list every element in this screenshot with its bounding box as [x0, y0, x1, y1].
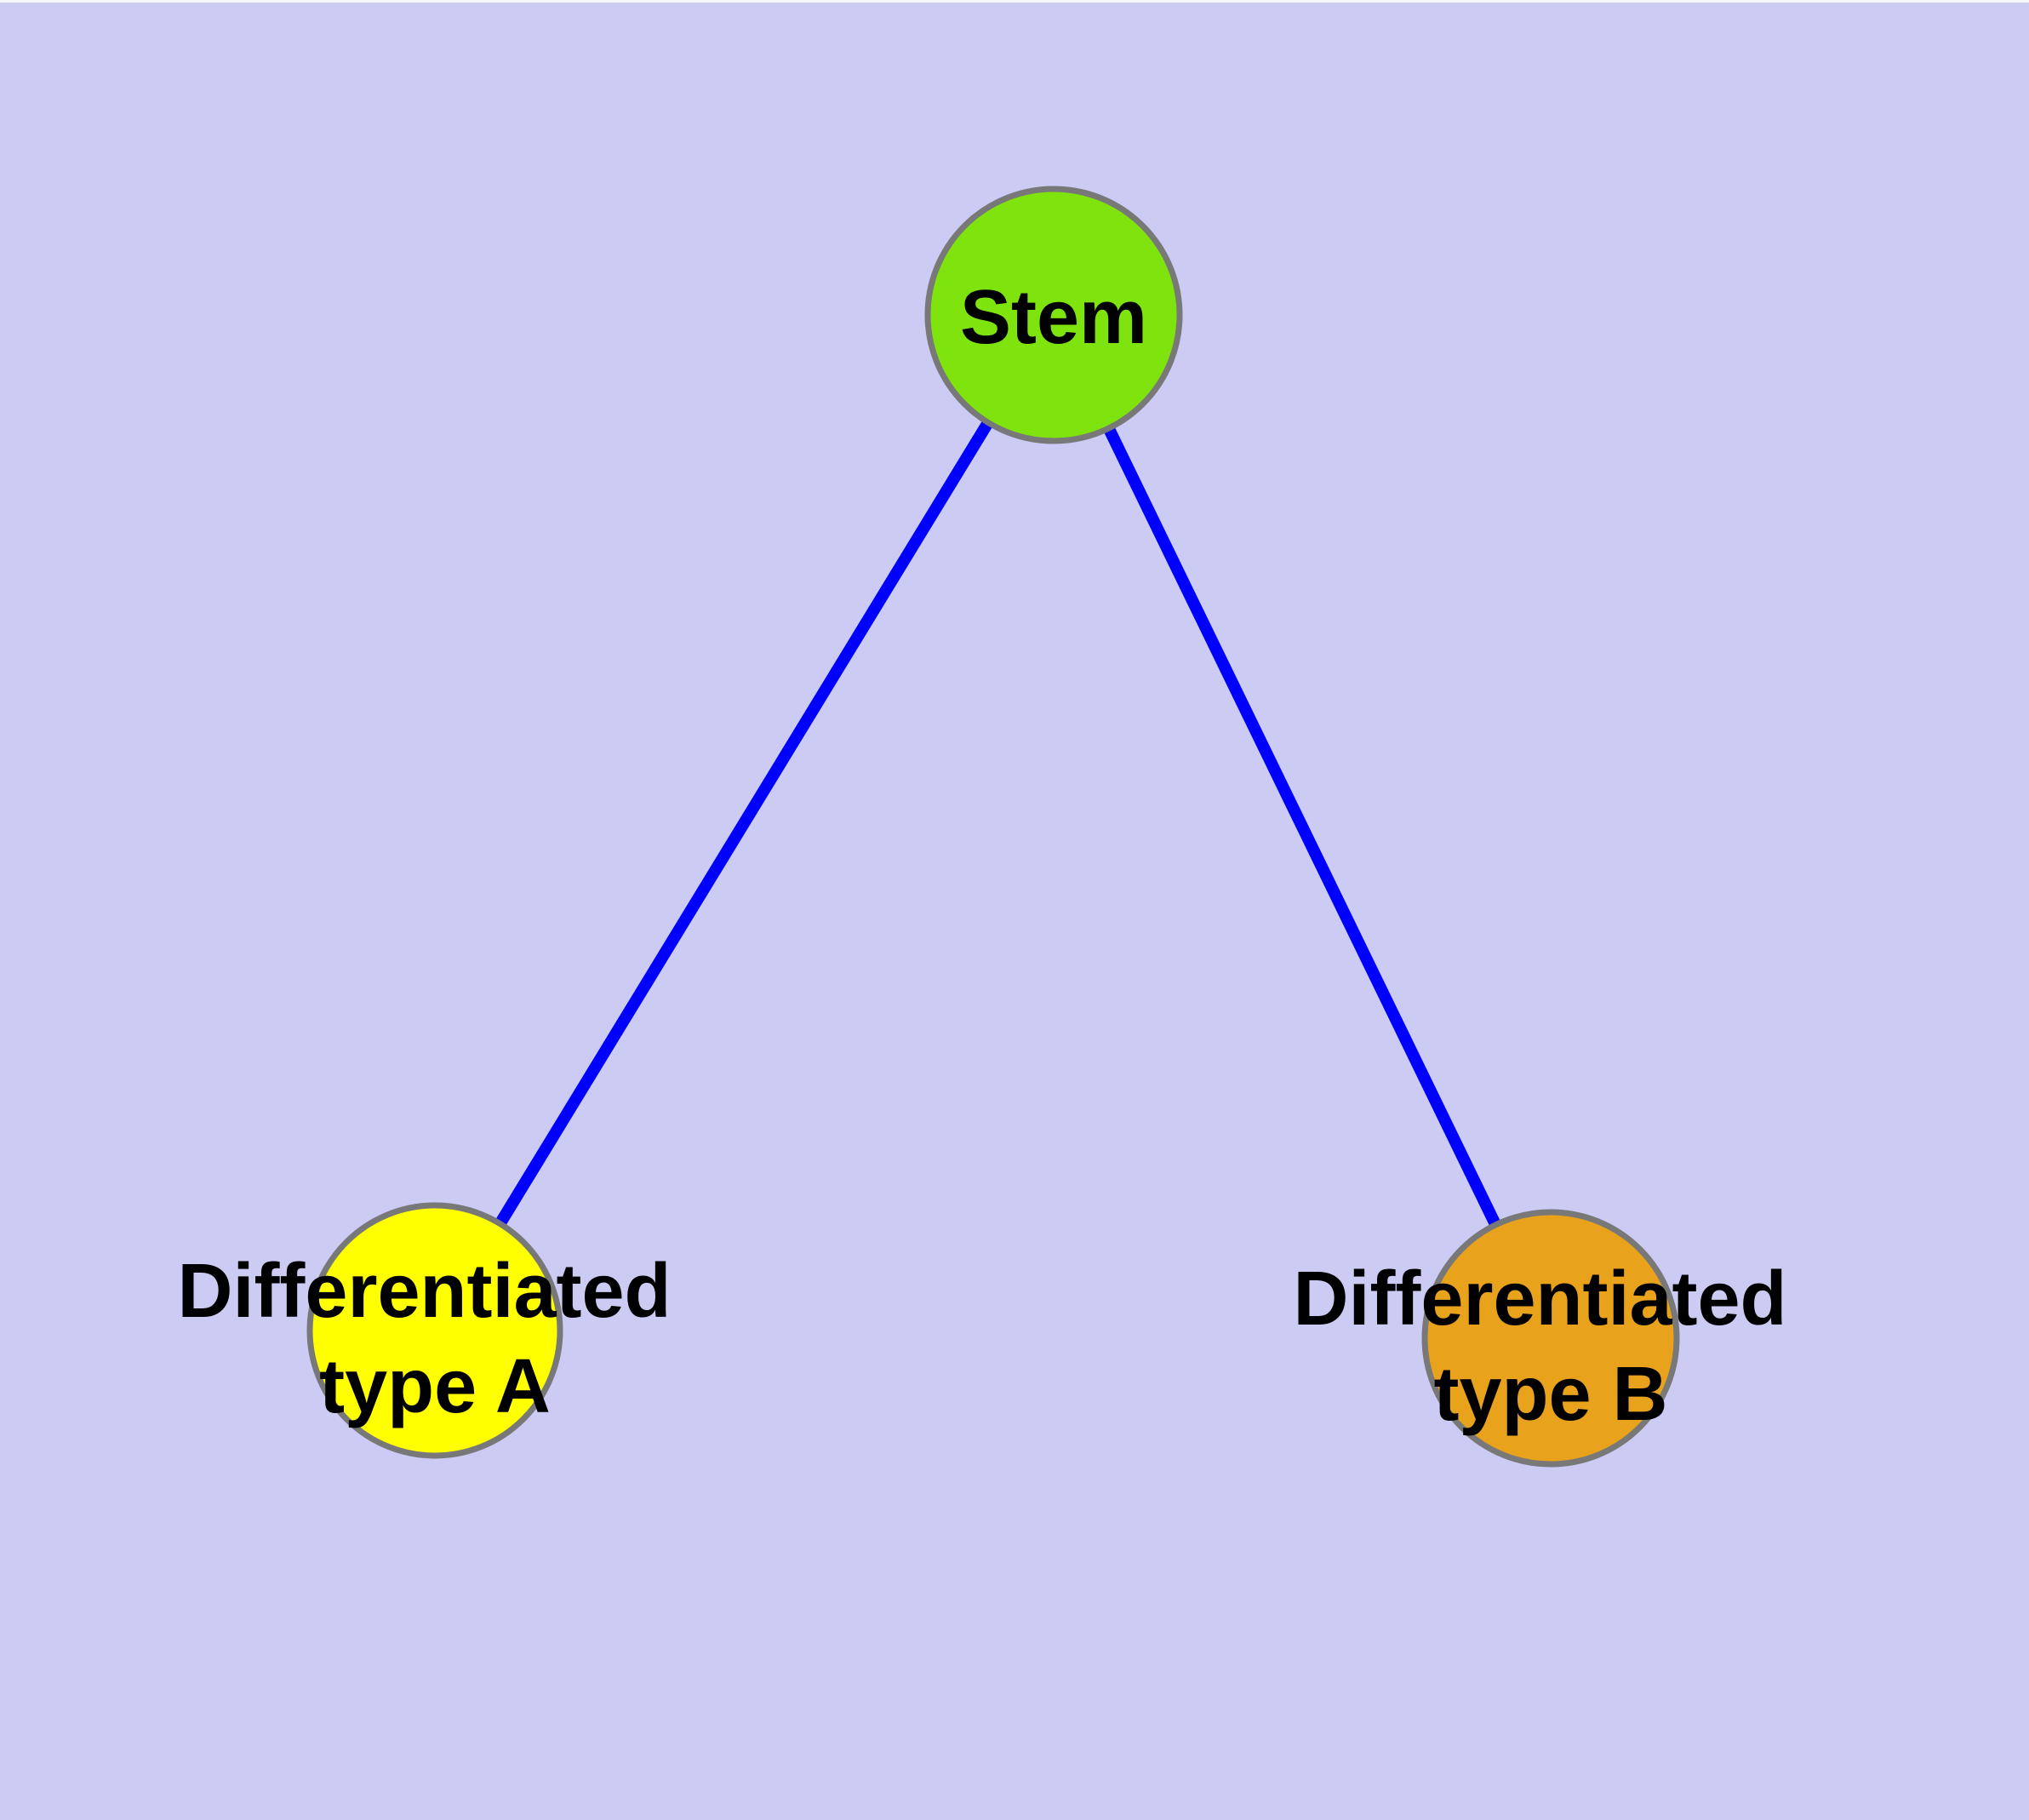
node-type-b [1421, 1209, 1680, 1468]
edge-stem-to-type-b [1048, 309, 1557, 1344]
edge-stem-to-type-a [429, 309, 1060, 1336]
top-edge-highlight [0, 0, 2029, 3]
node-stem-label: Stem [960, 275, 1147, 360]
node-type-a-label: Differentiated type A [177, 1249, 692, 1429]
node-type-b-label: Differentiated type B [1293, 1256, 1808, 1437]
node-type-b-label-line1: Differentiated [1293, 1256, 1786, 1342]
node-type-a-label-line2: type A [319, 1344, 551, 1429]
node-type-a [306, 1202, 563, 1459]
node-type-a-label-line1: Differentiated [177, 1249, 671, 1334]
node-stem [924, 186, 1183, 444]
node-type-b-label-line2: type B [1433, 1352, 1667, 1437]
